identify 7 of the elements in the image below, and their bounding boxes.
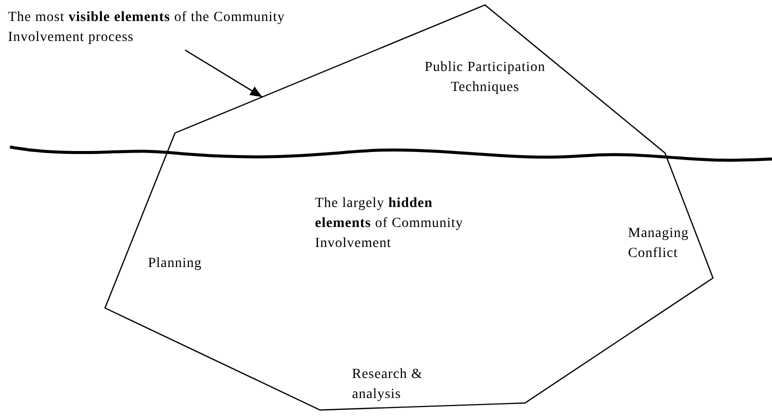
region-label: Managing Conflict (628, 225, 690, 263)
region-label: The largely hidden elements of Community Involvement (315, 195, 464, 253)
region-label: Planning (148, 255, 203, 273)
callout-text: The most visible elements of the Community Involvement process (8, 9, 286, 47)
arrow (184, 49, 263, 98)
region-label: Public Participation Techniques (424, 59, 546, 97)
region-label: Research & analysis (352, 366, 424, 404)
